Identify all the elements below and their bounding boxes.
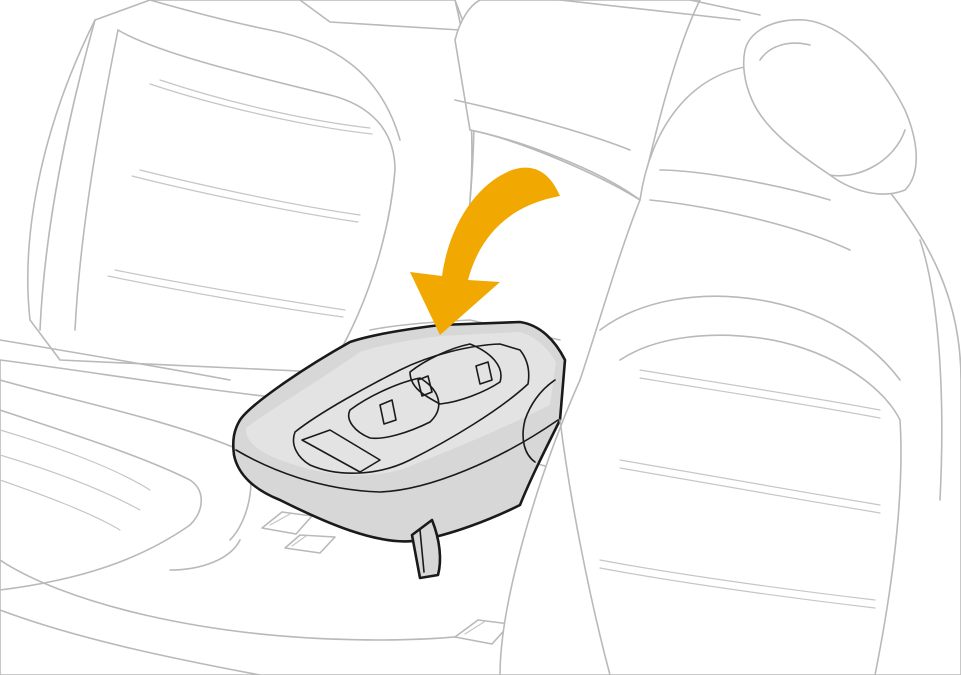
seat-back-left-icon [28, 0, 474, 372]
